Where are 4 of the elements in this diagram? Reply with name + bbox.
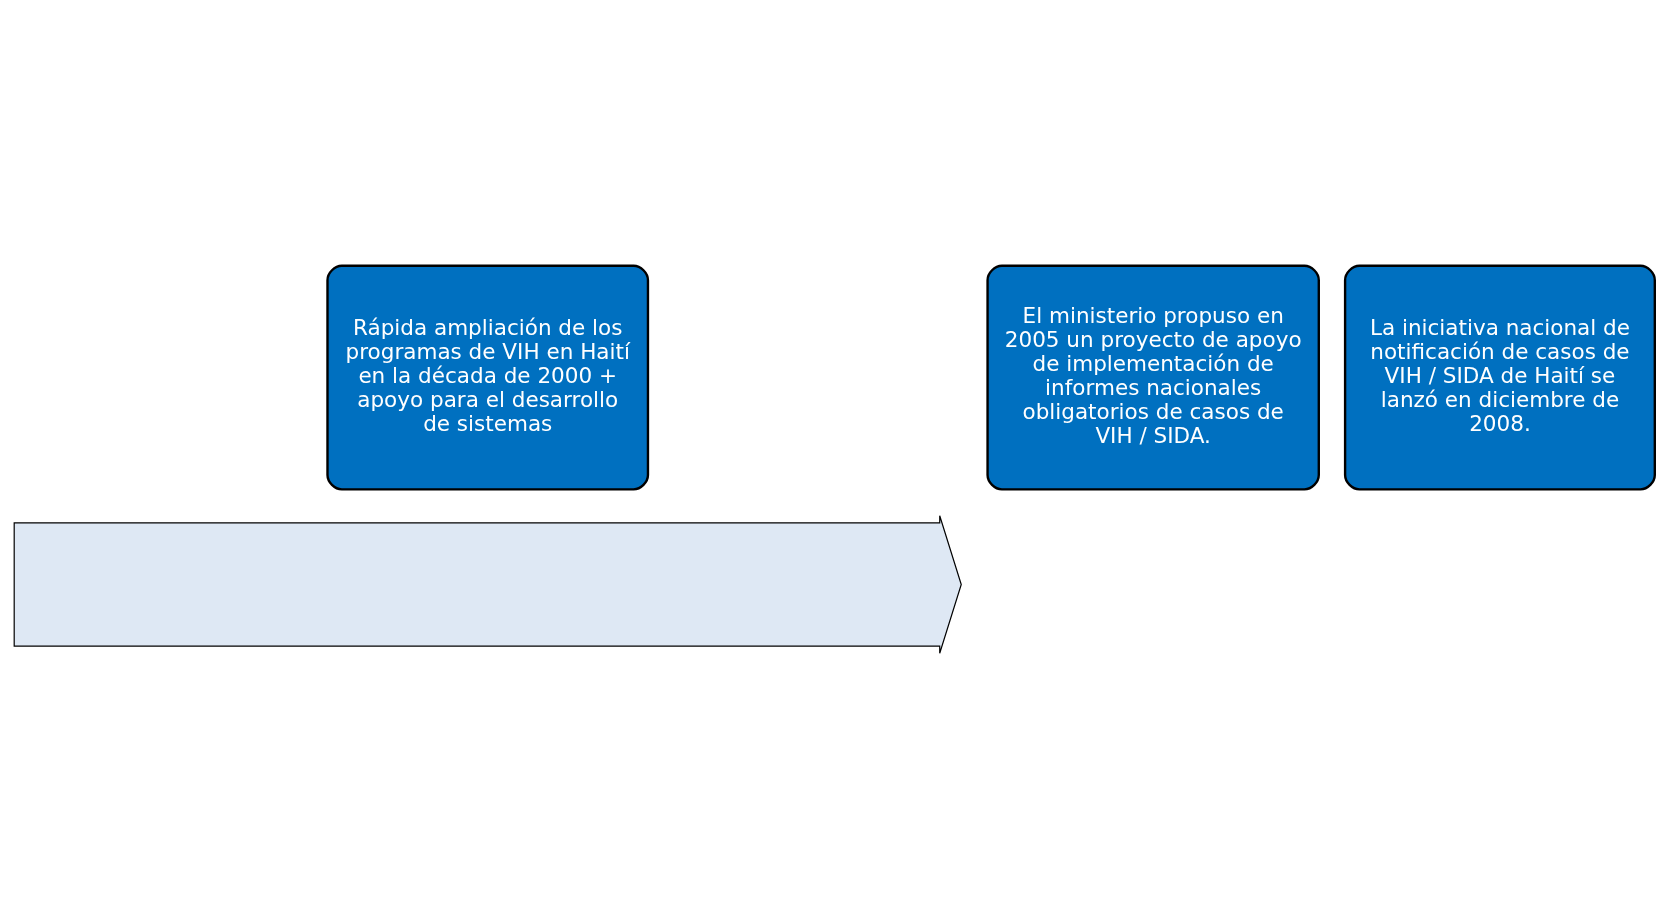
node-box: La iniciativa nacional de notificación de casos de VIH / SIDA de Haití se lanzó en diciembre de 2008.: [1343, 264, 1656, 491]
node-arrow: [13, 515, 962, 654]
node-box: El ministerio propuso en 2005 un proyecto de apoyo de implementación de informes nacionales obligatorios de casos de VIH / SIDA.: [986, 264, 1320, 491]
node-box: Rápida ampliación de los programas de VIH en Haití en la década de 2000 + apoyo para el desarrollo de sistemas: [326, 264, 650, 491]
